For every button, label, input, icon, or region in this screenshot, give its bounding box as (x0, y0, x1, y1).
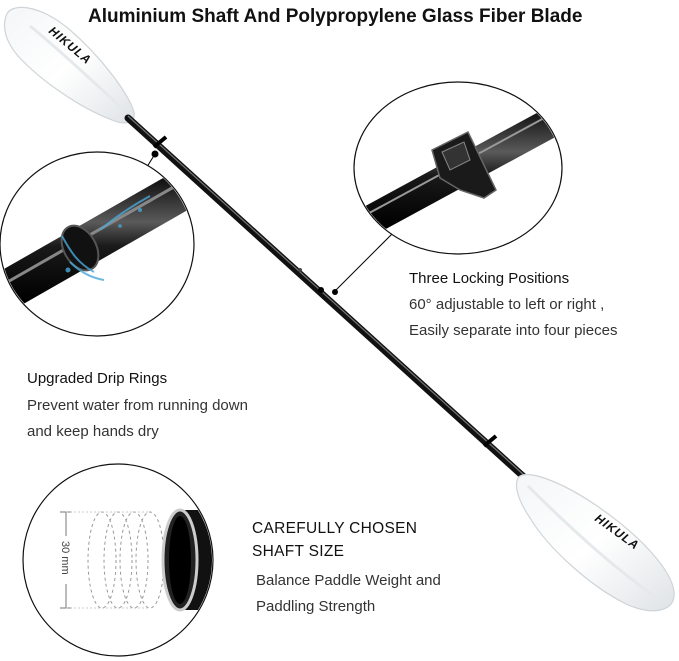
locking-line-1: 60° adjustable to left or right , (409, 296, 605, 313)
bottom-blade: HIKULA (515, 473, 675, 612)
drip-line-2: and keep hands dry (27, 423, 159, 440)
paddle-shaft (124, 114, 529, 482)
drip-line-1: Prevent water from running down (27, 397, 248, 414)
drip-ring (152, 135, 168, 149)
shaft-size-detail-callout: 30 mm (22, 463, 214, 657)
shaft-heading-1: CAREFULLY CHOSEN (252, 520, 418, 537)
locking-heading: Three Locking Positions (409, 270, 570, 287)
drip-ring (482, 434, 498, 448)
locking-line-2: Easily separate into four pieces (409, 322, 618, 339)
shaft-line-2: Paddling Strength (256, 598, 376, 615)
shaft-line-1: Balance Paddle Weight and (256, 572, 441, 589)
drip-heading: Upgraded Drip Rings (27, 370, 168, 387)
locking-detail-callout (333, 81, 563, 293)
drip-ring-detail-callout (0, 151, 195, 337)
shaft-heading-2: SHAFT SIZE (252, 543, 345, 560)
shaft-diameter-label: 30 mm (59, 541, 71, 575)
page-title: Aluminium Shaft And Polypropylene Glass … (88, 6, 583, 27)
